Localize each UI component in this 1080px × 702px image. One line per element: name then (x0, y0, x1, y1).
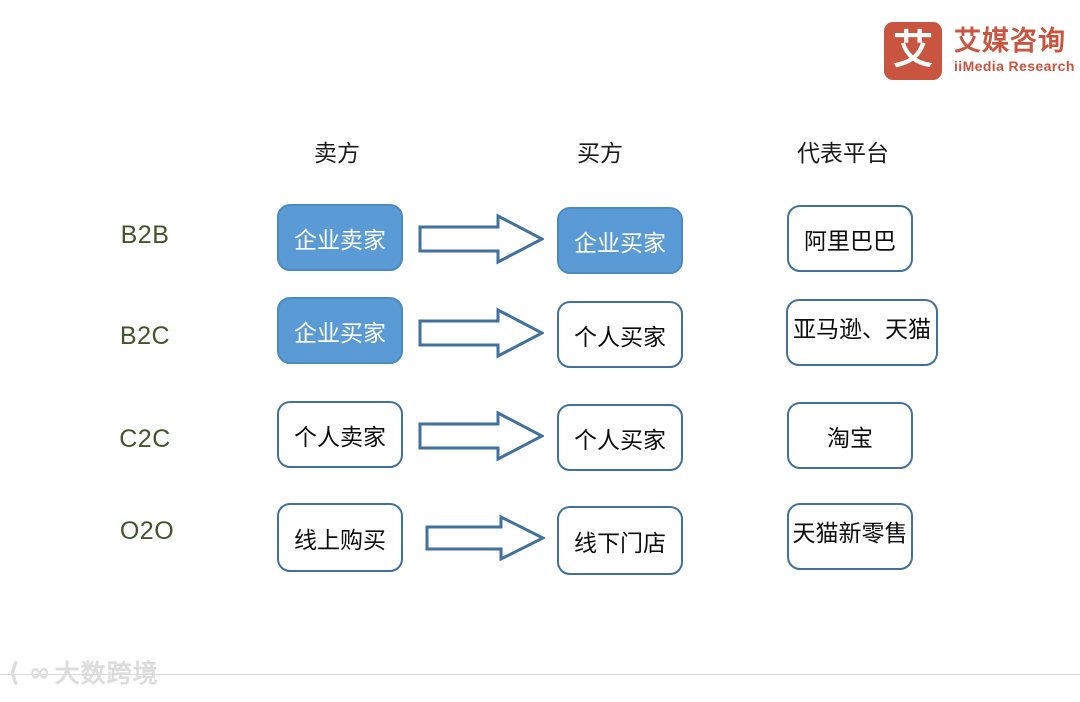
brand-logo: 艾 艾媒咨询 iiMedia Research (884, 18, 1074, 84)
column-header-platform: 代表平台 (797, 141, 889, 167)
row-label-b2c: B2C (119, 322, 171, 350)
iimedia-logo-mark: 艾 (884, 22, 942, 80)
brand-mark-glyph: 艾 (893, 27, 933, 73)
arrow-b2b (418, 213, 544, 265)
node-o2o-platform: 天猫新零售 (787, 503, 913, 570)
node-c2c-platform: 淘宝 (787, 402, 913, 469)
node-o2o-buyer: 线下门店 (557, 506, 683, 575)
watermark-mark-icon: ⟨ ∞ (8, 658, 51, 688)
node-o2o-seller: 线上购买 (277, 503, 403, 572)
node-c2c-seller: 个人卖家 (277, 401, 403, 468)
brand-text: 艾媒咨询 iiMedia Research (954, 27, 1075, 75)
footer-divider (0, 674, 1080, 675)
arrow-c2c (418, 410, 544, 462)
column-header-buyer: 买方 (577, 141, 623, 167)
node-b2b-platform: 阿里巴巴 (787, 205, 913, 272)
arrow-o2o (425, 514, 545, 562)
brand-name-en: iiMedia Research (954, 58, 1075, 75)
watermark-label: 大数跨境 (54, 658, 159, 688)
node-b2b-buyer: 企业买家 (557, 207, 683, 274)
node-b2c-platform: 亚马逊、天猫 (786, 299, 938, 366)
watermark-logo: ⟨ ∞ 大数跨境 (8, 660, 159, 686)
arrow-b2c (418, 307, 544, 359)
footer-watermark: ⟨ ∞ 大数跨境 (0, 658, 1080, 702)
brand-name-cn: 艾媒咨询 (954, 26, 1066, 58)
column-header-seller: 卖方 (314, 141, 360, 167)
row-label-o2o: O2O (119, 517, 175, 545)
row-label-c2c: C2C (119, 425, 171, 453)
node-b2c-buyer: 个人买家 (557, 301, 683, 368)
node-b2b-seller: 企业卖家 (277, 204, 403, 271)
node-b2c-seller: 企业买家 (277, 297, 403, 364)
node-c2c-buyer: 个人买家 (557, 404, 683, 471)
row-label-b2b: B2B (120, 221, 170, 249)
